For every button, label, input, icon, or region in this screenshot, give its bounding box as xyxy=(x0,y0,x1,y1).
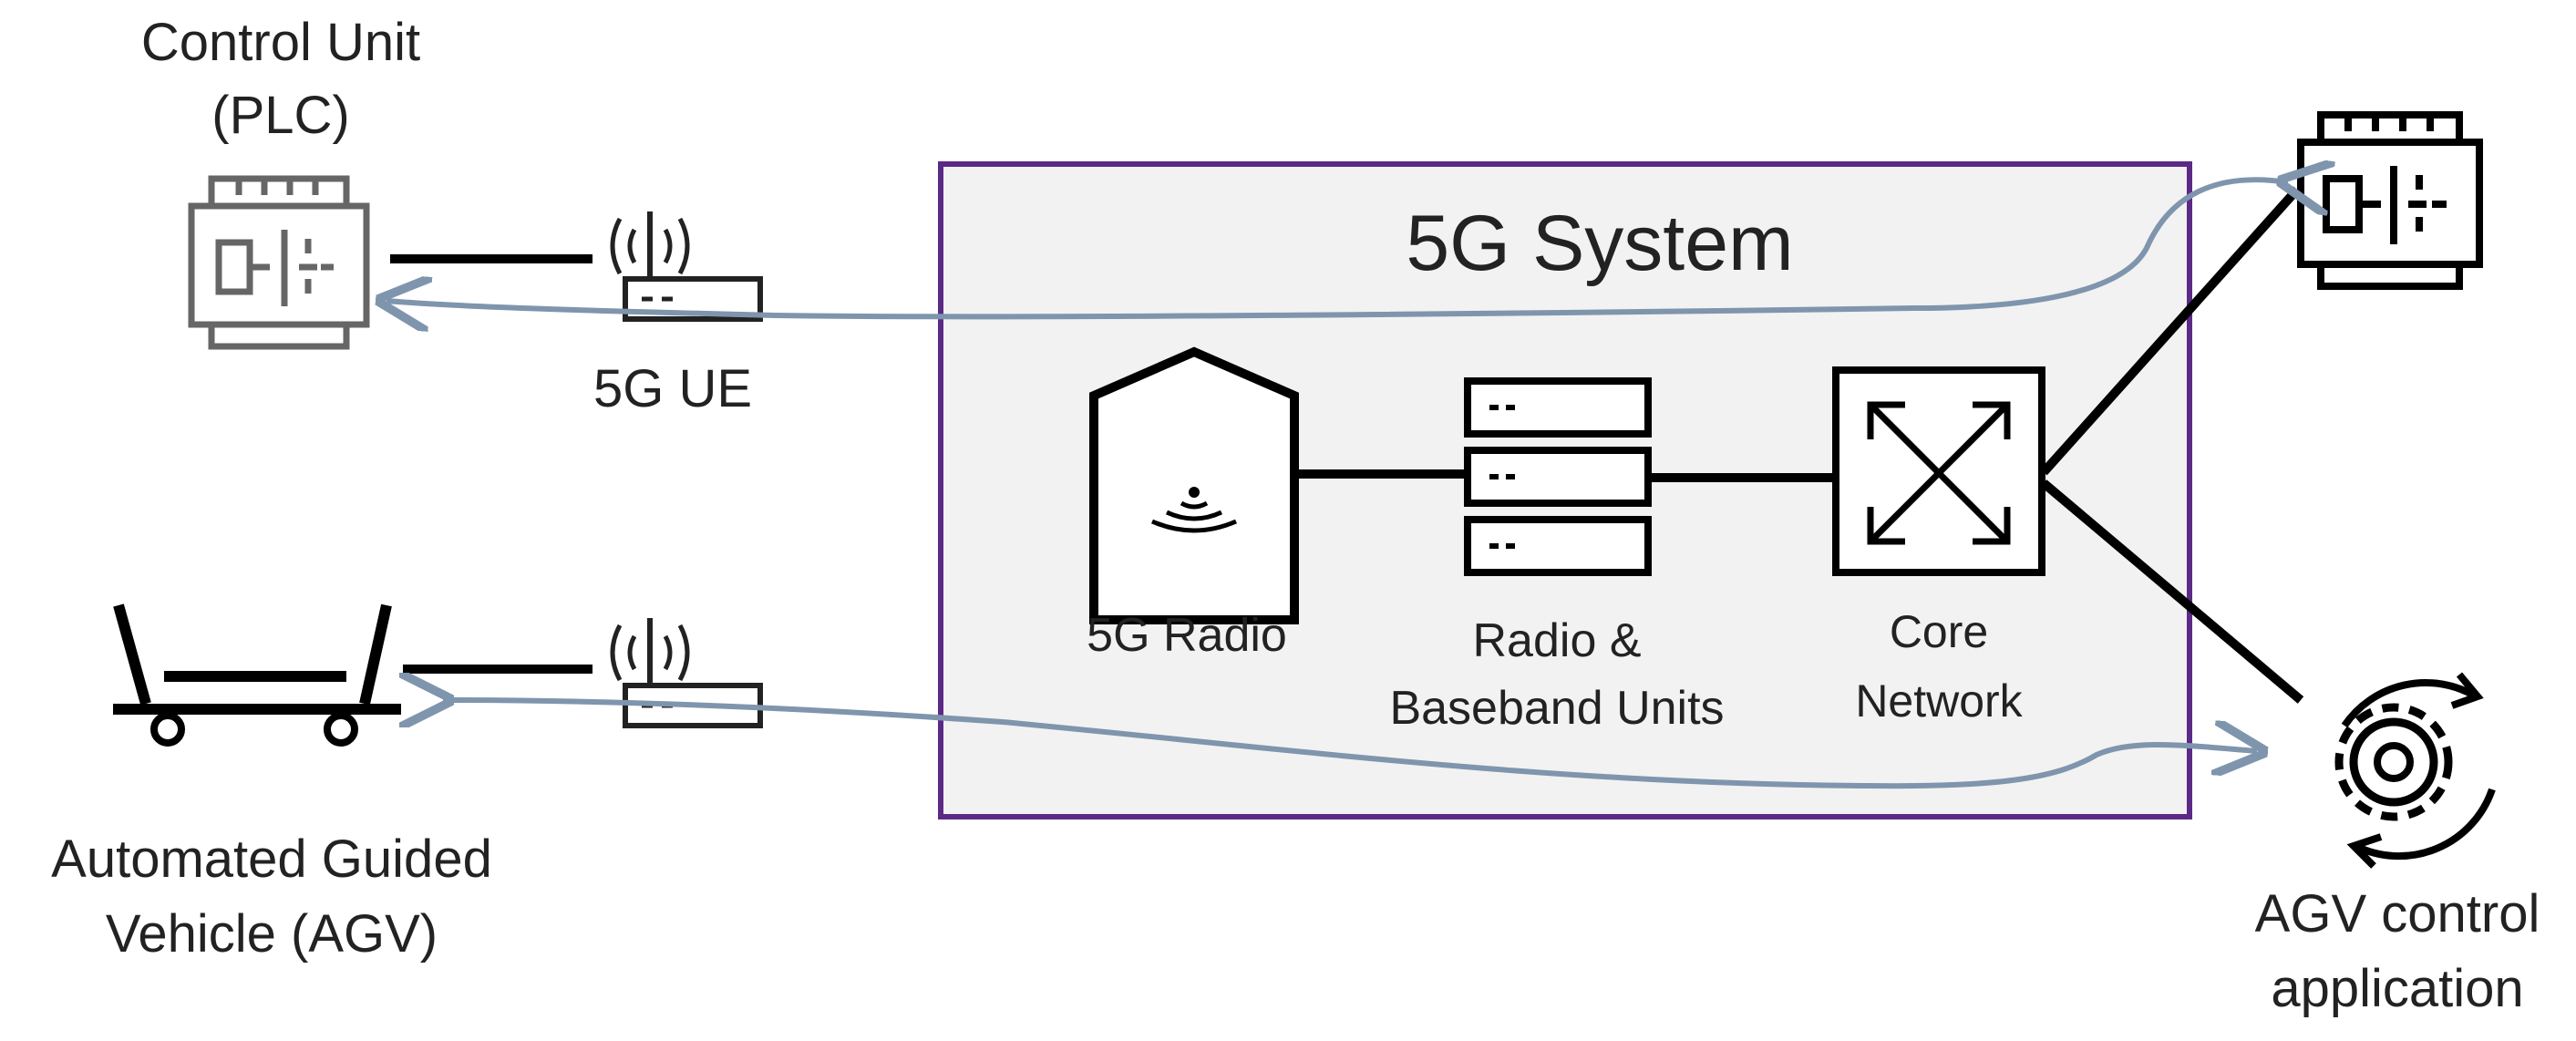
remote-plc-device xyxy=(2297,111,2483,290)
radio-component: 5G Radio xyxy=(1087,346,1299,662)
radio-tower-icon xyxy=(1089,346,1299,624)
ue-label: 5G UE xyxy=(593,359,752,418)
app-label-line1: AGV control xyxy=(2255,884,2540,943)
core-app-link xyxy=(2040,479,2304,704)
flow-arrows xyxy=(386,180,2288,789)
network-switch-icon xyxy=(1832,366,2045,576)
plc-label-line1: Control Unit xyxy=(141,13,420,72)
plc-device: Control Unit (PLC) xyxy=(141,13,420,350)
plc-icon xyxy=(2297,111,2483,290)
agv-device: Automated Guided Vehicle (AGV) xyxy=(51,603,492,964)
baseband-label-line1: Radio & xyxy=(1473,614,1642,667)
router-antenna-icon xyxy=(610,211,763,322)
plc-icon xyxy=(188,175,370,350)
agv-label-line1: Automated Guided xyxy=(51,830,492,889)
core-label-line2: Network xyxy=(1855,675,2023,727)
agv-app-device: AGV control application xyxy=(2255,672,2540,1018)
ue-lower xyxy=(610,618,763,728)
baseband-label-line2: Baseband Units xyxy=(1389,682,1724,735)
agv-flow-arrow xyxy=(443,700,2257,789)
server-rack-icon xyxy=(1464,377,1652,576)
plc-flow-arrow xyxy=(386,180,2288,316)
agv-label-line2: Vehicle (AGV) xyxy=(106,904,438,964)
cart-icon xyxy=(113,603,401,747)
app-label-line2: application xyxy=(2271,959,2523,1018)
router-antenna-icon xyxy=(610,618,763,728)
system-title: 5G System xyxy=(1406,200,1793,287)
core-label-line1: Core xyxy=(1890,606,1988,657)
plc-label-line2: (PLC) xyxy=(211,86,349,145)
radio-label: 5G Radio xyxy=(1087,609,1287,662)
gear-refresh-icon xyxy=(2334,672,2496,869)
